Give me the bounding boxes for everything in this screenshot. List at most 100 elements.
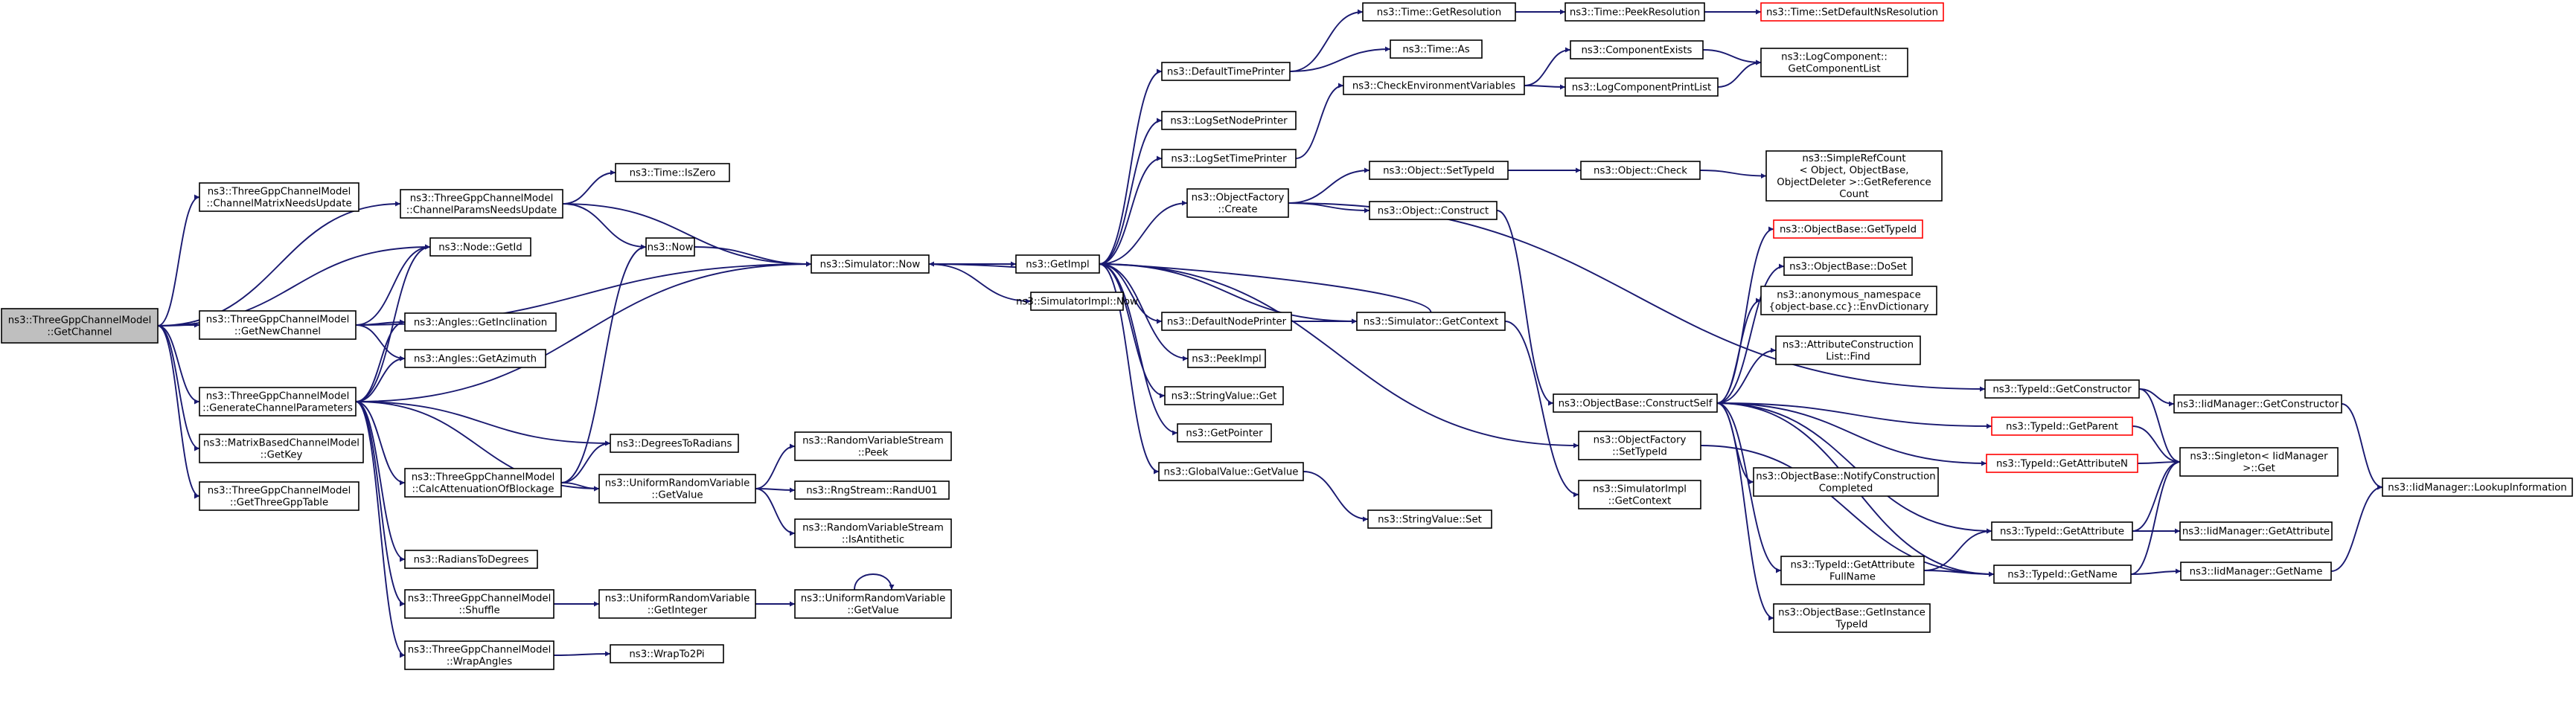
node-objcheck[interactable]: ns3::Object::Check	[1580, 161, 1701, 180]
node-typeidgetconstructor[interactable]: ns3::TypeId::GetConstructor	[1984, 379, 2140, 399]
node-urvgetvalue2[interactable]: ns3::UniformRandomVariable::GetValue	[794, 589, 952, 619]
node-objbaseconstructself[interactable]: ns3::ObjectBase::ConstructSelf	[1553, 393, 1718, 413]
node-compexists[interactable]: ns3::ComponentExists	[1570, 40, 1704, 60]
node-urvgetint[interactable]: ns3::UniformRandomVariable::GetInteger	[598, 589, 756, 619]
node-deg2rad[interactable]: ns3::DegreesToRadians	[610, 434, 739, 453]
node-simplerefcount[interactable]: ns3::SimpleRefCount< Object, ObjectBase,…	[1765, 150, 1943, 202]
node-label-line: ns3::UniformRandomVariable	[605, 593, 750, 604]
node-genparams[interactable]: ns3::ThreeGppChannelModel::GenerateChann…	[199, 387, 357, 417]
node-objbasegettypeid[interactable]: ns3::ObjectBase::GetTypeId	[1773, 219, 1923, 239]
edge-objbaseconstructself-to-objbasedoset	[1716, 263, 1785, 404]
edge-wrapangles-to-wrapto2pi	[553, 651, 611, 657]
node-deftimeprinter[interactable]: ns3::DefaultTimePrinter	[1161, 62, 1291, 81]
node-simgetcontext[interactable]: ns3::Simulator::GetContext	[1356, 312, 1506, 331]
node-iidmgetconstructor[interactable]: ns3::IidManager::GetConstructor	[2173, 394, 2342, 414]
node-getthreegpp[interactable]: ns3::ThreeGppChannelModel::GetThreeGppTa…	[199, 481, 359, 511]
node-checkenv[interactable]: ns3::CheckEnvironmentVariables	[1343, 76, 1525, 95]
node-envdict[interactable]: ns3::anonymous_namespace{object-base.cc}…	[1760, 286, 1937, 315]
node-box	[794, 431, 952, 461]
node-simimplnow[interactable]: ns3::SimulatorImpl::Now	[1016, 292, 1138, 311]
node-defnodeprinter[interactable]: ns3::DefaultNodePrinter	[1161, 312, 1292, 331]
node-timesetdef[interactable]: ns3::Time::SetDefaultNsResolution	[1760, 2, 1944, 22]
node-label-line: ns3::ThreeGppChannelModel	[8, 315, 152, 326]
node-nodegetid[interactable]: ns3::Node::GetId	[429, 237, 531, 257]
node-box	[1570, 40, 1704, 60]
edge-getimpl-to-logsetnode	[1099, 118, 1163, 265]
node-box	[404, 468, 562, 498]
node-getazim[interactable]: ns3::Angles::GetAzimuth	[404, 349, 546, 368]
node-iidmgetname[interactable]: ns3::IidManager::GetName	[2180, 562, 2332, 581]
edge-typeidgetattrfull-to-typeidgetattr	[1923, 528, 1992, 571]
node-box	[1578, 480, 1701, 509]
node-chmatrix[interactable]: ns3::ThreeGppChannelModel::ChannelMatrix…	[199, 182, 359, 212]
node-label-line: ns3::ThreeGppChannelModel	[206, 390, 350, 402]
node-getimpl[interactable]: ns3::GetImpl	[1015, 254, 1100, 274]
node-label-line: ns3::UniformRandomVariable	[605, 478, 750, 489]
node-getpointer[interactable]: ns3::GetPointer	[1177, 423, 1272, 443]
node-typeidgetparent[interactable]: ns3::TypeId::GetParent	[1991, 417, 2133, 436]
node-urvgetvalue[interactable]: ns3::UniformRandomVariable::GetValue	[598, 474, 756, 504]
edge-objconstruct-to-objbaseconstructself	[1496, 210, 1554, 406]
node-getchannel[interactable]: ns3::ThreeGppChannelModel::GetChannel	[1, 308, 159, 344]
node-strvalset[interactable]: ns3::StringValue::Set	[1367, 509, 1492, 529]
node-gvgetvalue[interactable]: ns3::GlobalValue::GetValue	[1158, 462, 1304, 481]
node-peekimpl[interactable]: ns3::PeekImpl	[1187, 349, 1266, 368]
node-singletonget[interactable]: ns3::Singleton< IidManager>::Get	[2179, 447, 2339, 477]
node-simimplgetctx[interactable]: ns3::SimulatorImpl::GetContext	[1578, 480, 1701, 509]
edge-typeidgetattr-to-singletonget	[2132, 459, 2181, 532]
node-iidmgetattr[interactable]: ns3::IidManager::GetAttribute	[2179, 521, 2333, 541]
node-now[interactable]: ns3::Now	[645, 237, 695, 257]
node-rad2deg[interactable]: ns3::RadiansToDegrees	[404, 550, 538, 569]
edge-getnewchannel-to-getincl	[355, 319, 406, 326]
node-objfactsettypeid[interactable]: ns3::ObjectFactory::SetTypeId	[1578, 431, 1701, 460]
node-calcatten[interactable]: ns3::ThreeGppChannelModel::CalcAttenuati…	[404, 468, 562, 498]
node-typeidgetattrn[interactable]: ns3::TypeId::GetAttributeN	[1986, 454, 2138, 473]
node-chparams[interactable]: ns3::ThreeGppChannelModel::ChannelParams…	[400, 189, 563, 219]
node-iidmlookup[interactable]: ns3::IidManager::LookupInformation	[2382, 478, 2573, 497]
node-timegetres[interactable]: ns3::Time::GetResolution	[1362, 2, 1516, 22]
node-logsettime[interactable]: ns3::LogSetTimePrinter	[1161, 149, 1297, 168]
node-label-line: ns3::DegreesToRadians	[617, 438, 732, 449]
node-objfactcreate[interactable]: ns3::ObjectFactory::Create	[1186, 188, 1289, 218]
edge-objcheck-to-simplerefcount	[1699, 170, 1767, 179]
edge-simgetcontext-to-getimpl	[1099, 261, 1432, 313]
node-randu01[interactable]: ns3::RngStream::RandU01	[794, 480, 950, 500]
node-label-line: ns3::Time::IsZero	[630, 167, 716, 179]
node-logcompget[interactable]: ns3::LogComponent::GetComponentList	[1760, 48, 1908, 77]
node-getincl[interactable]: ns3::Angles::GetInclination	[404, 312, 557, 332]
node-typeidgetname[interactable]: ns3::TypeId::GetName	[1993, 565, 2132, 584]
node-box	[1369, 161, 1509, 180]
node-label-line: ns3::DefaultTimePrinter	[1167, 66, 1285, 77]
node-wrapto2pi[interactable]: ns3::WrapTo2Pi	[610, 644, 724, 663]
node-wrapangles[interactable]: ns3::ThreeGppChannelModel::WrapAngles	[404, 640, 554, 670]
node-simnow[interactable]: ns3::Simulator::Now	[811, 254, 930, 274]
node-logsetnode[interactable]: ns3::LogSetNodePrinter	[1161, 111, 1297, 130]
node-strvalget[interactable]: ns3::StringValue::Get	[1164, 386, 1284, 405]
edge-genparams-to-wrapangles	[355, 401, 406, 658]
node-peek[interactable]: ns3::RandomVariableStream::Peek	[794, 431, 952, 461]
node-objsettypeid[interactable]: ns3::Object::SetTypeId	[1369, 161, 1509, 180]
node-objconstruct[interactable]: ns3::Object::Construct	[1369, 201, 1498, 220]
node-box	[1986, 454, 2138, 473]
node-notifyconstr[interactable]: ns3::ObjectBase::NotifyConstructionCompl…	[1753, 467, 1939, 497]
node-getkey[interactable]: ns3::MatrixBasedChannelModel::GetKey	[199, 434, 364, 463]
node-box	[1760, 2, 1944, 22]
node-box	[811, 254, 930, 274]
node-typeidgetattr[interactable]: ns3::TypeId::GetAttribute	[1991, 521, 2133, 541]
node-isanti[interactable]: ns3::RandomVariableStream::IsAntithetic	[794, 518, 952, 548]
node-objbasedoset[interactable]: ns3::ObjectBase::DoSet	[1783, 257, 1913, 276]
node-getnewchannel[interactable]: ns3::ThreeGppChannelModel::GetNewChannel	[199, 310, 357, 340]
node-shuffle[interactable]: ns3::ThreeGppChannelModel::Shuffle	[404, 589, 554, 619]
node-box	[1343, 76, 1525, 95]
node-label-line: ::SetTypeId	[1612, 446, 1667, 457]
node-box	[1161, 312, 1292, 331]
node-timepeekres[interactable]: ns3::Time::PeekResolution	[1565, 2, 1705, 22]
node-timeas[interactable]: ns3::Time::As	[1390, 39, 1483, 59]
node-logcompprint[interactable]: ns3::LogComponentPrintList	[1565, 77, 1719, 97]
node-box	[645, 237, 695, 257]
node-iszero[interactable]: ns3::Time::IsZero	[615, 163, 730, 182]
